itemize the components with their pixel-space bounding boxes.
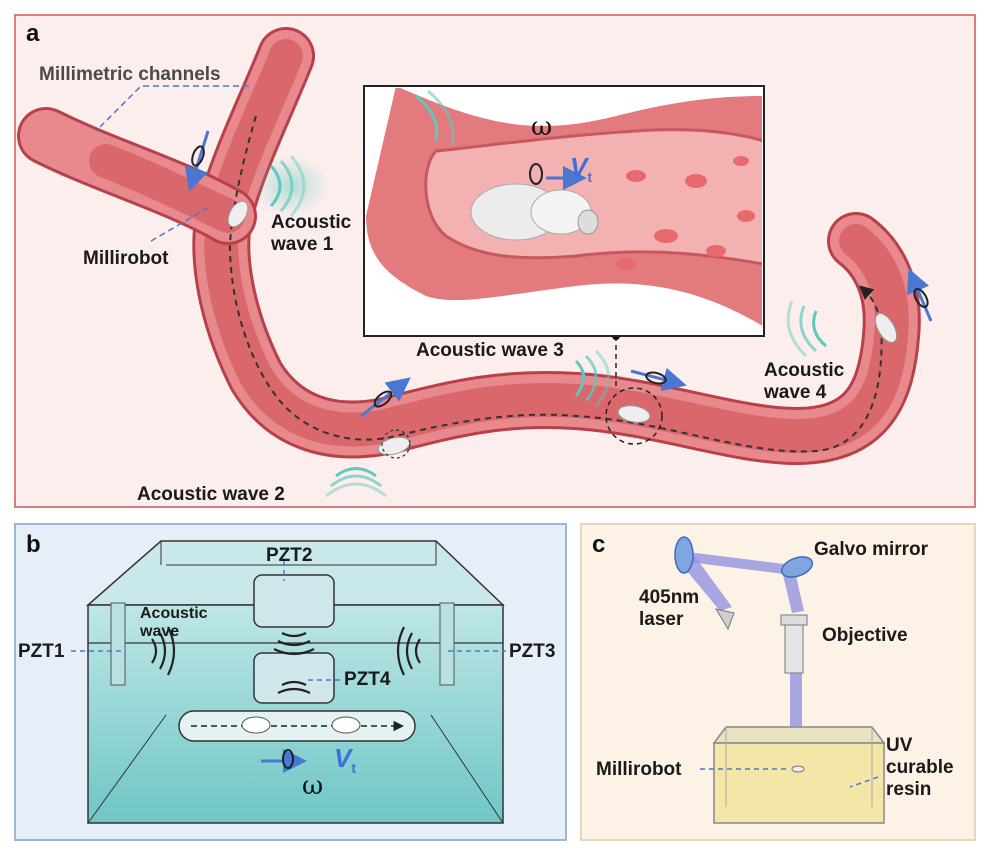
mirror-icon bbox=[674, 536, 694, 574]
panel-c-letter: c bbox=[592, 531, 606, 558]
channels-label: Millimetric channels bbox=[39, 64, 221, 85]
acoustic-wave-icon bbox=[151, 626, 421, 694]
millimetric-channel bbox=[17, 27, 921, 466]
velocity-symbol: Vt bbox=[334, 743, 357, 777]
omega-symbol: ω bbox=[302, 771, 324, 801]
panel-c: c Galvo mirror 405nm laser Objective Mil… bbox=[580, 523, 976, 841]
resin-label: UV curable resin bbox=[886, 735, 954, 800]
millirobot-label: Millirobot bbox=[83, 248, 169, 269]
millirobot-label: Millirobot bbox=[596, 759, 682, 780]
vessel-illustration bbox=[17, 27, 933, 498]
zoom-inset bbox=[363, 85, 765, 337]
acoustic-wave-1-label: Acoustic wave 1 bbox=[271, 212, 352, 255]
rotation-icon bbox=[282, 749, 294, 769]
panel-b-letter: b bbox=[26, 531, 41, 558]
panel-b: b PZT2 Acoustic wave PZT1 PZT3 PZT4 ω Vt bbox=[14, 523, 567, 841]
galvo-mirror-label: Galvo mirror bbox=[814, 539, 929, 560]
millirobot-icon bbox=[241, 716, 271, 734]
panel-a: a Millimetric channels Millirobot Acoust… bbox=[14, 14, 976, 508]
leader-lines bbox=[700, 768, 879, 788]
laser-icon bbox=[714, 608, 735, 631]
resin-container bbox=[713, 742, 885, 824]
pzt2-transducer bbox=[253, 574, 335, 628]
panel-a-letter: a bbox=[26, 20, 40, 47]
printer-illustration bbox=[674, 536, 886, 824]
tank-illustration bbox=[71, 540, 506, 824]
acoustic-wave-icon bbox=[253, 155, 827, 498]
galvo-mirror-icon bbox=[780, 556, 814, 578]
acoustic-wave-2-label: Acoustic wave 2 bbox=[137, 484, 285, 505]
acoustic-wave-label: Acoustic wave bbox=[140, 605, 208, 641]
velocity-arrow-icon bbox=[184, 130, 933, 418]
velocity-symbol: Vt bbox=[570, 152, 593, 186]
pzt3-transducer bbox=[439, 602, 455, 686]
leader-lines bbox=[71, 561, 506, 681]
pzt1-label: PZT1 bbox=[18, 641, 65, 662]
pzt1-transducer bbox=[110, 602, 126, 686]
pzt2-label: PZT2 bbox=[266, 545, 313, 566]
omega-symbol: ω bbox=[531, 112, 553, 142]
objective-label: Objective bbox=[822, 625, 908, 646]
millirobot-icon bbox=[791, 765, 805, 773]
pzt3-label: PZT3 bbox=[509, 641, 556, 662]
leader-lines bbox=[95, 85, 249, 242]
objective-icon bbox=[780, 614, 808, 626]
pzt4-label: PZT4 bbox=[344, 669, 391, 690]
rotation-icon bbox=[191, 145, 929, 408]
laser-label: 405nm laser bbox=[639, 587, 700, 630]
acoustic-wave-3-label: Acoustic wave 3 bbox=[416, 340, 564, 361]
pzt4-transducer bbox=[253, 652, 335, 704]
millirobot-icon bbox=[227, 200, 898, 459]
millirobot-icon bbox=[331, 716, 361, 734]
acoustic-wave-4-label: Acoustic wave 4 bbox=[764, 360, 845, 403]
